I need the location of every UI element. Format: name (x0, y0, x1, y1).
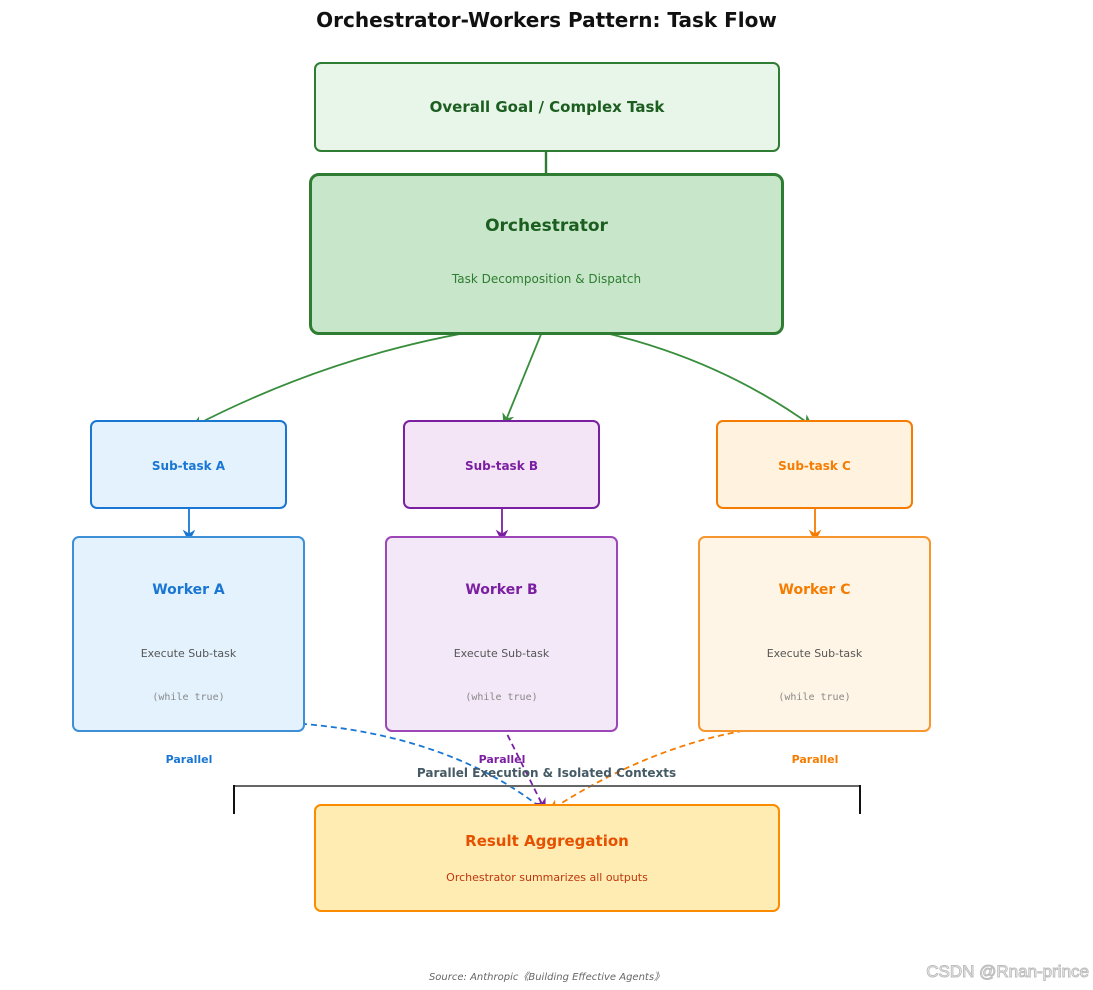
worker-a-loop: (while true) (152, 692, 225, 703)
subtask-a-box: Sub-task A (90, 420, 287, 509)
orchestrator-to-subtask-c-arrow (548, 321, 814, 427)
worker-a-parallel-tag: Parallel (165, 753, 213, 766)
worker-a-to-aggregation-arrow (190, 720, 546, 812)
subtask-a-label: Sub-task A (151, 459, 226, 473)
source-note: Source: Anthropic《Building Effective Age… (428, 972, 665, 983)
worker-c-box: Worker C Execute Sub-task (while true) (698, 536, 931, 732)
orchestrator-box: Orchestrator Task Decomposition & Dispat… (309, 173, 784, 335)
subtask-b-box: Sub-task B (403, 420, 600, 509)
orchestrator-to-subtask-b-arrow (502, 321, 547, 427)
worker-b-to-aggregation-arrow (502, 725, 546, 812)
orchestrator-name: Orchestrator (485, 216, 608, 236)
worker-b-box: Worker B Execute Sub-task (while true) (385, 536, 618, 732)
worker-b-action: Execute Sub-task (453, 647, 550, 660)
worker-a-action: Execute Sub-task (140, 647, 237, 660)
worker-b-name: Worker B (465, 582, 538, 598)
worker-c-action: Execute Sub-task (766, 647, 863, 660)
subtask-c-label: Sub-task C (778, 459, 851, 473)
goal-label: Overall Goal / Complex Task (429, 98, 665, 116)
worker-c-loop: (while true) (778, 692, 851, 703)
aggregation-subtitle: Orchestrator summarizes all outputs (446, 871, 648, 884)
watermark: CSDN @Rnan-prince (926, 962, 1090, 982)
worker-a-box: Worker A Execute Sub-task (while true) (72, 536, 305, 732)
worker-b-loop: (while true) (465, 692, 538, 703)
worker-c-name: Worker C (778, 582, 851, 598)
aggregation-box: Result Aggregation Orchestrator summariz… (314, 804, 780, 912)
subtask-c-box: Sub-task C (716, 420, 913, 509)
worker-c-parallel-tag: Parallel (791, 753, 839, 766)
aggregation-name: Result Aggregation (465, 832, 629, 850)
worker-a-name: Worker A (152, 582, 225, 598)
subtask-b-label: Sub-task B (464, 459, 539, 473)
parallel-bracket-label: Parallel Execution & Isolated Contexts (416, 766, 677, 780)
diagram-title: Orchestrator-Workers Pattern: Task Flow (316, 8, 777, 32)
goal-box: Overall Goal / Complex Task (314, 62, 780, 152)
orchestrator-to-subtask-a-arrow (190, 321, 545, 428)
orchestrator-subtitle: Task Decomposition & Dispatch (451, 272, 642, 286)
worker-b-parallel-tag: Parallel (478, 753, 526, 766)
